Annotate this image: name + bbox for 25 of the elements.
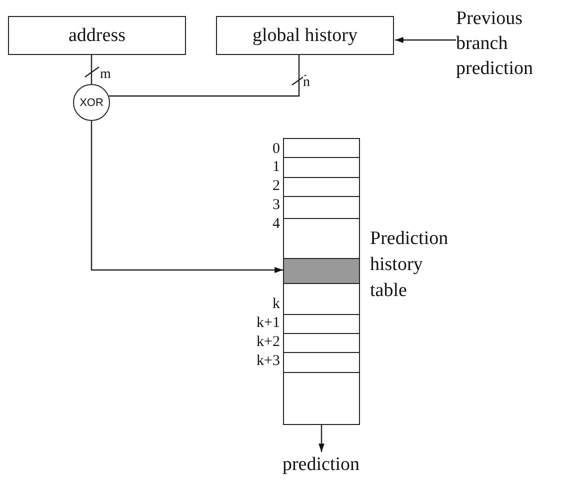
row-index: 4	[272, 216, 280, 233]
node-label: global history	[252, 24, 358, 46]
connector-line	[109, 55, 300, 97]
selected-entry	[284, 258, 359, 284]
arrow	[395, 37, 456, 43]
row-index: k+2	[256, 334, 280, 351]
register-box	[8, 16, 186, 55]
row-index: 1	[272, 159, 280, 176]
row-index: k+1	[256, 315, 280, 332]
gate-label: XOR	[80, 96, 104, 108]
arrow	[90, 121, 283, 273]
row-index: 0	[272, 141, 280, 158]
table-caption: Prediction history table	[370, 227, 450, 303]
arrow	[318, 425, 324, 452]
row-index: 3	[272, 197, 280, 214]
register-box	[216, 16, 394, 55]
row-index: k	[272, 296, 280, 313]
node-label: Previous branch prediction	[456, 8, 534, 79]
connector-line	[90, 55, 92, 84]
node-label: prediction	[282, 454, 360, 475]
row-index: 2	[272, 178, 280, 195]
prediction-table	[283, 138, 360, 425]
xor-gate	[73, 84, 110, 121]
row-index: k+3	[256, 353, 280, 370]
node-label: address	[68, 24, 126, 46]
